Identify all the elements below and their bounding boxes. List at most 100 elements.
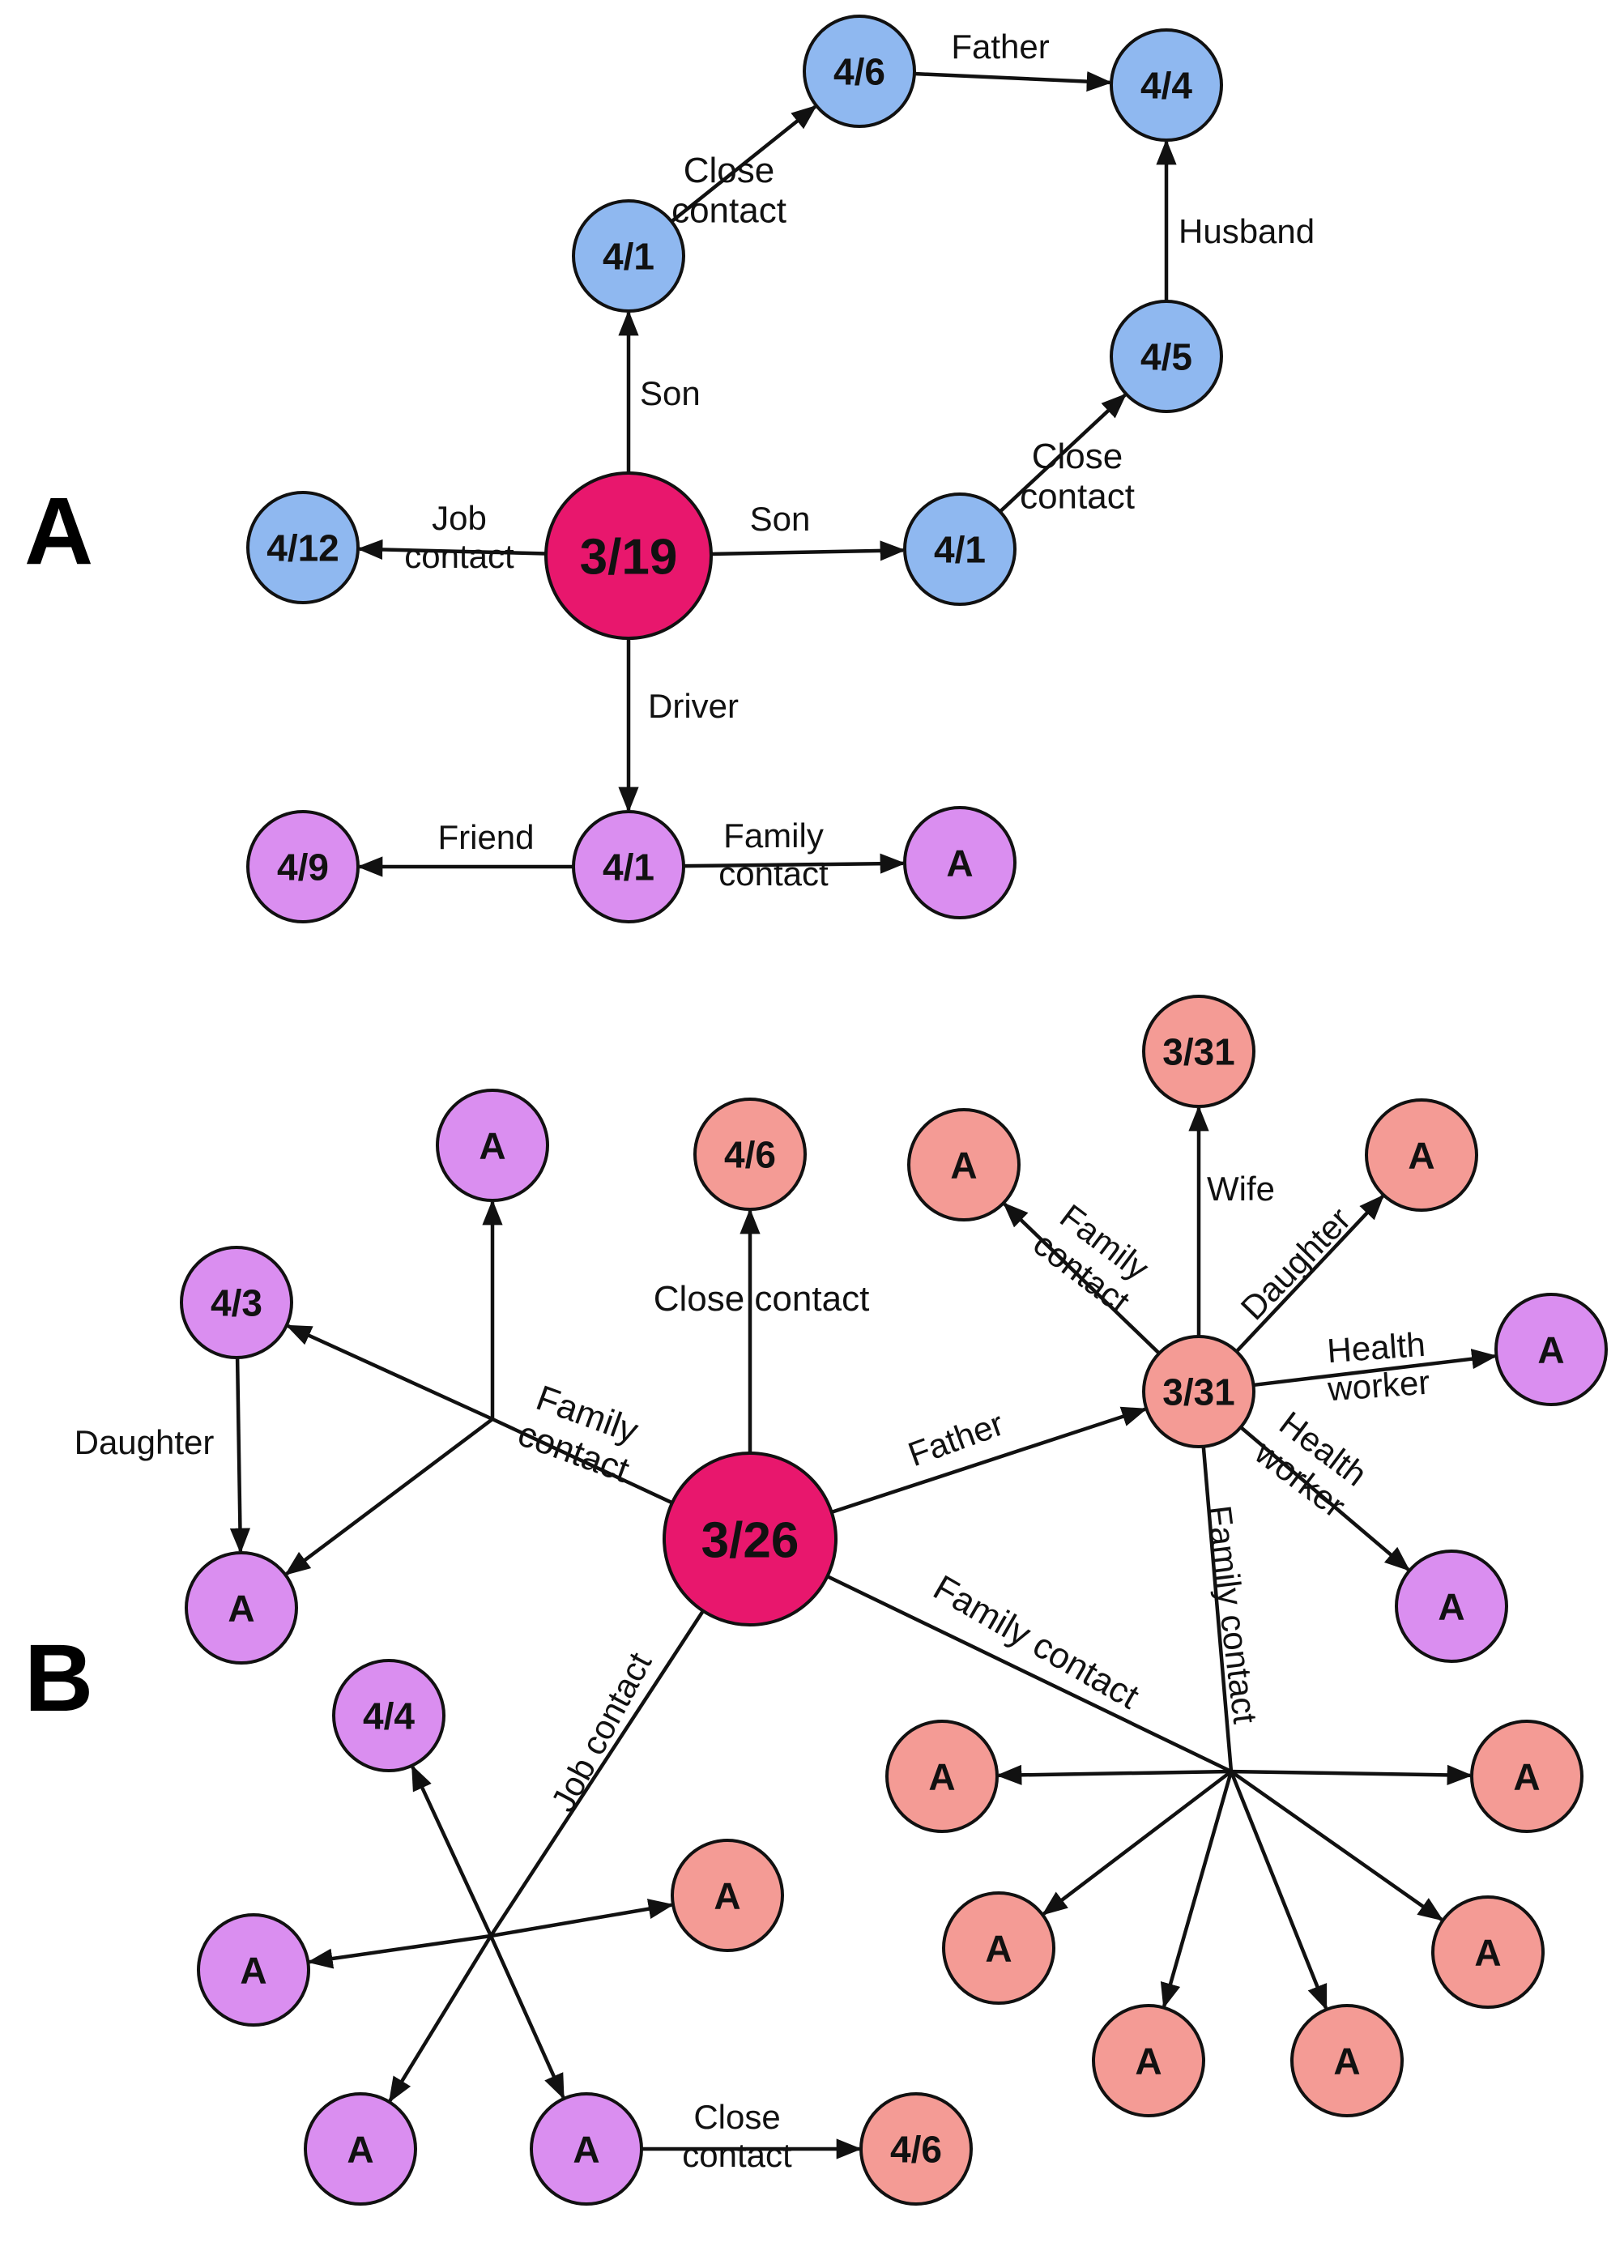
- edge-family-to-b-fam-5: [1160, 1771, 1234, 2009]
- edge-label-job-contact-b: Job contact: [543, 1646, 659, 1818]
- node-label: 4/1: [603, 236, 654, 278]
- node-a-son-right: 4/1: [903, 492, 1017, 606]
- node-b-fam-6: A: [1290, 2004, 1404, 2117]
- node-circle: [859, 2092, 973, 2206]
- node-circle: [544, 471, 713, 640]
- node-circle: [1431, 1895, 1545, 2009]
- node-a-son-up: 4/1: [572, 199, 685, 313]
- edge-label-daughter-hub: Daughter: [1234, 1200, 1358, 1327]
- edge-label-father-line: Father: [951, 28, 1049, 66]
- edge-label-close-contact-up-line: Close: [684, 151, 775, 190]
- node-circle: [803, 15, 916, 128]
- edge-job-to-salmon-a: [490, 1899, 675, 1938]
- node-b-3-31-hub: 3/31: [1142, 1335, 1255, 1448]
- node-b-fam-a-left: A: [907, 1108, 1021, 1221]
- node-label: A: [573, 2129, 599, 2171]
- node-label: A: [714, 1875, 740, 1917]
- edge-family-to-4-3: [285, 1324, 493, 1422]
- node-label: A: [1513, 1756, 1540, 1798]
- node-a-close-up: 4/6: [803, 15, 916, 128]
- edge-label-son-up: Son: [640, 374, 701, 412]
- node-a-family-a: A: [903, 806, 1017, 919]
- node-b-4-4: 4/4: [332, 1659, 445, 1772]
- node-label: A: [985, 1928, 1012, 1970]
- edge-label-close-contact-bottom-line: contact: [682, 2136, 792, 2174]
- node-b-fam-1: A: [885, 1720, 999, 1833]
- edge-family-contact-right-trunk: [826, 1575, 1232, 1774]
- edge-label-family-contact-line: contact: [718, 855, 829, 893]
- node-circle: [1395, 1550, 1508, 1663]
- edge-label-father-b-line: Father: [903, 1405, 1008, 1474]
- node-circle: [180, 1246, 293, 1359]
- node-a-friend: 4/9: [246, 810, 360, 923]
- node-circle: [1092, 2004, 1205, 2117]
- edge-label-father: Father: [951, 28, 1049, 66]
- node-b-left-a: A: [185, 1551, 298, 1665]
- edge-son-right: [710, 540, 906, 561]
- node-label: 4/1: [603, 846, 654, 889]
- node-circle: [903, 492, 1017, 606]
- edge-family-to-b-fam-6: [1229, 1771, 1328, 2010]
- node-label: A: [946, 842, 973, 885]
- node-circle: [663, 1452, 838, 1626]
- edge-label-husband: Husband: [1179, 212, 1315, 250]
- node-label: A: [228, 1588, 254, 1630]
- node-label: 4/9: [277, 846, 329, 889]
- node-label: 4/5: [1140, 336, 1192, 378]
- node-circle: [885, 1720, 999, 1833]
- node-b-fam-2: A: [1470, 1720, 1584, 1833]
- node-circle: [246, 491, 360, 604]
- node-a-driver: 4/1: [572, 810, 685, 923]
- edge-family-to-b-fam-3: [1042, 1770, 1233, 1916]
- node-a-husband: 4/5: [1110, 300, 1223, 413]
- edge-job-to-bottom-a: [388, 1934, 492, 2103]
- node-circle: [304, 2092, 417, 2206]
- node-label: A: [1408, 1135, 1434, 1177]
- edge-job-contact-trunk: [489, 1609, 705, 1938]
- edge-label-daughter: Daughter: [75, 1423, 215, 1461]
- edge-label-friend: Friend: [437, 818, 534, 856]
- node-circle: [1110, 28, 1223, 142]
- node-b-daughter-a: A: [1365, 1098, 1478, 1212]
- node-circle: [436, 1089, 549, 1202]
- edge-label-son-right-line: Son: [750, 500, 811, 538]
- node-label: 3/19: [580, 529, 678, 585]
- edge-family-to-left-a: [284, 1418, 494, 1575]
- edge-father: [914, 71, 1113, 92]
- edge-label-job-contact-line: contact: [404, 537, 514, 575]
- edge-daughter-hub: [1234, 1194, 1385, 1354]
- node-b-job-left-a: A: [197, 1913, 310, 2027]
- edge-label-daughter-line: Daughter: [75, 1423, 215, 1461]
- edge-label-daughter-hub-line: Daughter: [1234, 1200, 1358, 1327]
- edge-label-son-right: Son: [750, 500, 811, 538]
- edge-label-friend-line: Friend: [437, 818, 534, 856]
- edge-label-wife-line: Wife: [1207, 1170, 1275, 1208]
- node-circle: [1470, 1720, 1584, 1833]
- node-label: A: [240, 1950, 266, 1992]
- node-label: A: [950, 1145, 977, 1187]
- node-b-health-a-1: A: [1494, 1293, 1608, 1406]
- node-circle: [1142, 995, 1255, 1108]
- edge-label-family-contact-line: Family: [723, 816, 824, 855]
- node-circle: [185, 1551, 298, 1665]
- node-b-job-bottom-mid-a: A: [530, 2092, 643, 2206]
- node-label: 4/6: [833, 51, 885, 93]
- edge-label-job-contact-b-line: Job contact: [543, 1646, 659, 1818]
- node-label: 4/4: [1140, 65, 1192, 107]
- node-label: A: [1135, 2040, 1162, 2083]
- node-b-fam-4: A: [1431, 1895, 1545, 2009]
- edge-label-health-worker-1-line: Health: [1326, 1325, 1426, 1370]
- edge-label-close-contact-bottom-line: Close: [693, 2098, 780, 2136]
- edge-label-health-worker-1-line: worker: [1326, 1363, 1431, 1409]
- node-label: 4/1: [934, 529, 986, 571]
- edge-father-b: [831, 1406, 1148, 1515]
- node-a-root: 3/19: [544, 471, 713, 640]
- edge-label-close-contact-top: Close contact: [654, 1279, 870, 1319]
- node-b-job-salmon-a: A: [671, 1839, 784, 1952]
